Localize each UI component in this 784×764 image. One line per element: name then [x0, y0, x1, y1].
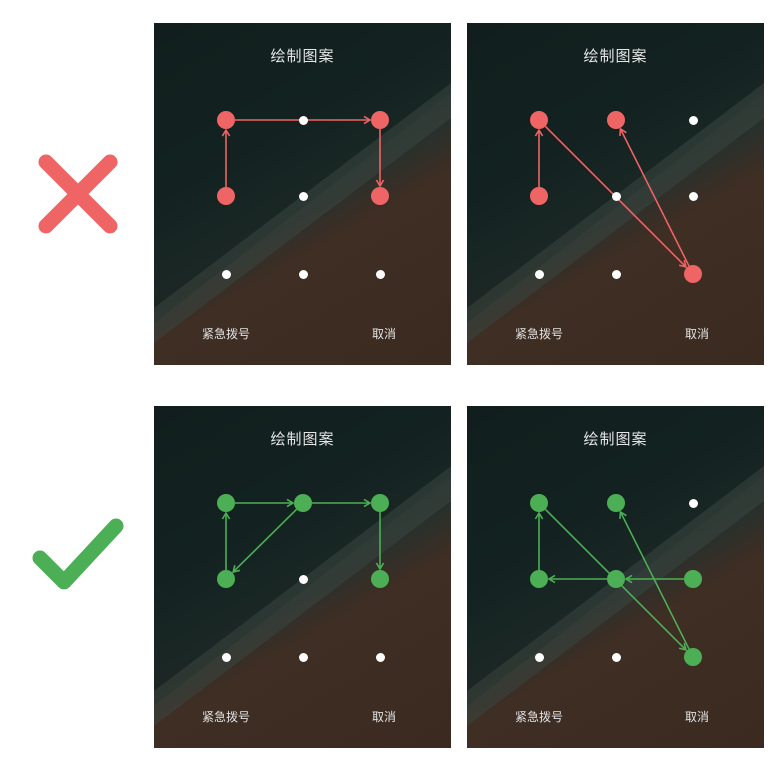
pattern-node-selected-1[interactable] — [530, 494, 548, 512]
arrow-head-icon — [221, 511, 231, 520]
pattern-node-5[interactable] — [298, 191, 308, 201]
draw-pattern-title: 绘制图案 — [583, 430, 648, 448]
pattern-node-8[interactable] — [611, 269, 621, 279]
pattern-node-9[interactable] — [375, 652, 385, 662]
pattern-node-selected-9[interactable] — [684, 648, 702, 666]
emergency-call-button[interactable]: 紧急拨号 — [515, 327, 564, 341]
pattern-segment-5 — [232, 508, 298, 573]
pattern-node-selected-4[interactable] — [217, 570, 235, 588]
arrow-head-icon — [232, 564, 241, 574]
pattern-node-selected-2[interactable] — [607, 111, 625, 129]
pattern-segment-3 — [619, 128, 690, 267]
lockscreen-panel: 绘制图案 紧急拨号 取消 — [154, 23, 451, 365]
draw-pattern-title: 绘制图案 — [270, 430, 335, 448]
arrow-head-icon — [547, 574, 556, 584]
lockscreen-panel: 绘制图案 紧急拨号 取消 — [467, 23, 764, 365]
pattern-segment-3 — [619, 511, 690, 650]
pattern-node-selected-3[interactable] — [371, 111, 389, 129]
cross-icon — [38, 154, 118, 234]
pattern-node-6[interactable] — [688, 191, 698, 201]
arrow-head-icon — [534, 128, 544, 137]
pattern-node-8[interactable] — [611, 652, 621, 662]
pattern-node-7[interactable] — [534, 652, 544, 662]
pattern-node-selected-1[interactable] — [217, 111, 235, 129]
arrow-head-icon — [375, 179, 385, 188]
pattern-node-8[interactable] — [298, 652, 308, 662]
pattern-node-3[interactable] — [688, 498, 698, 508]
pattern-node-7[interactable] — [221, 652, 231, 662]
pattern-node-7[interactable] — [221, 269, 231, 279]
pattern-node-selected-3[interactable] — [371, 494, 389, 512]
emergency-call-button[interactable]: 紧急拨号 — [202, 710, 251, 724]
pattern-node-selected-9[interactable] — [684, 265, 702, 283]
cancel-button[interactable]: 取消 — [685, 327, 710, 341]
arrow-head-icon — [221, 128, 231, 137]
pattern-node-selected-5[interactable] — [607, 570, 625, 588]
arrow-head-icon — [534, 511, 544, 520]
pattern-node-selected-1[interactable] — [530, 111, 548, 129]
pattern-node-selected-6[interactable] — [684, 570, 702, 588]
arrow-head-icon — [286, 498, 295, 508]
arrow-head-icon — [619, 510, 627, 519]
arrow-head-icon — [363, 115, 372, 125]
arrow-head-icon — [363, 498, 372, 508]
check-icon — [32, 518, 124, 590]
lockscreen-panel: 绘制图案 紧急拨号 取消 — [154, 406, 451, 748]
pattern-node-selected-6[interactable] — [371, 570, 389, 588]
arrow-head-icon — [624, 574, 633, 584]
pattern-node-selected-6[interactable] — [371, 187, 389, 205]
pattern-node-7[interactable] — [534, 269, 544, 279]
pattern-node-selected-1[interactable] — [217, 494, 235, 512]
pattern-node-5[interactable] — [611, 191, 621, 201]
pattern-node-9[interactable] — [375, 269, 385, 279]
emergency-call-button[interactable]: 紧急拨号 — [202, 327, 251, 341]
emergency-call-button[interactable]: 紧急拨号 — [515, 710, 564, 724]
lockscreen-panel: 绘制图案 紧急拨号 取消 — [467, 406, 764, 748]
arrow-head-icon — [619, 127, 627, 136]
draw-pattern-title: 绘制图案 — [270, 47, 335, 65]
cancel-button[interactable]: 取消 — [372, 327, 397, 341]
cancel-button[interactable]: 取消 — [685, 710, 710, 724]
pattern-node-selected-4[interactable] — [530, 187, 548, 205]
pattern-node-8[interactable] — [298, 269, 308, 279]
pattern-node-selected-2[interactable] — [294, 494, 312, 512]
pattern-node-selected-4[interactable] — [530, 570, 548, 588]
pattern-node-2[interactable] — [298, 115, 308, 125]
cancel-button[interactable]: 取消 — [372, 710, 397, 724]
pattern-node-3[interactable] — [688, 115, 698, 125]
pattern-node-5[interactable] — [298, 574, 308, 584]
pattern-path — [221, 498, 385, 574]
pattern-node-selected-2[interactable] — [607, 494, 625, 512]
pattern-node-selected-4[interactable] — [217, 187, 235, 205]
draw-pattern-title: 绘制图案 — [583, 47, 648, 65]
arrow-head-icon — [375, 562, 385, 571]
